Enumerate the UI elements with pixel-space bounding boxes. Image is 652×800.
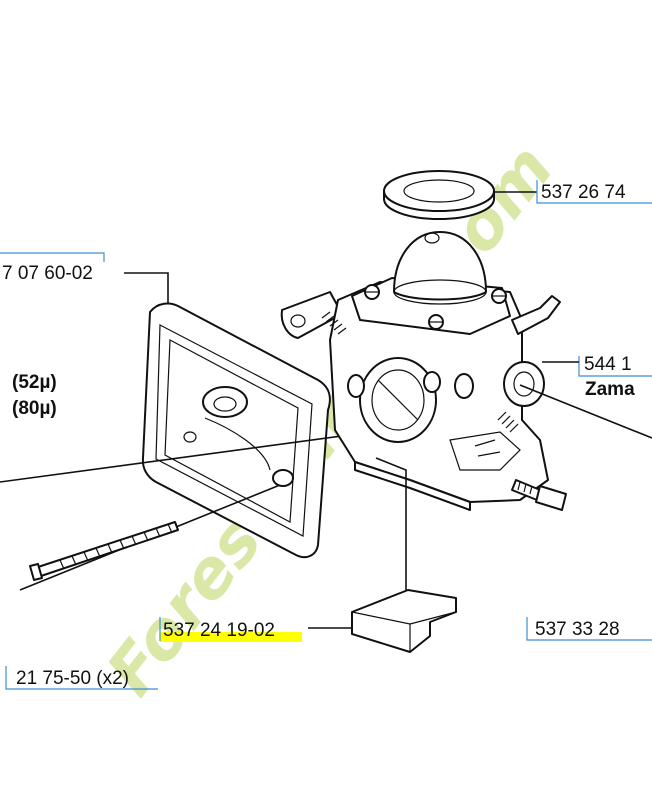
leader-line — [375, 457, 407, 592]
label-7-07-60-02: 7 07 60-02 — [2, 263, 93, 284]
leader-line — [124, 272, 169, 308]
label-box-bottom-left — [5, 666, 158, 690]
label-box-left-gasket — [0, 252, 105, 262]
guide-line — [519, 384, 652, 439]
label-highlight — [160, 632, 302, 642]
label-box-top-right — [536, 180, 652, 204]
label-544-1: 544 1 — [584, 354, 632, 375]
label-21-75-50: 21 75-50 (x2) — [16, 668, 129, 689]
part-ring — [383, 170, 495, 220]
part-carburetor — [280, 231, 567, 511]
label-52-micron: (52µ) — [12, 372, 57, 393]
label-80-micron: (80µ) — [12, 398, 57, 419]
part-long-screw — [29, 521, 179, 581]
label-537-24-19-02: 537 24 19-02 — [163, 620, 275, 641]
label-537-26-74: 537 26 74 — [541, 182, 626, 203]
label-537-33-28: 537 33 28 — [535, 619, 620, 640]
part-gasket-plate — [141, 302, 331, 559]
part-filter-block — [351, 589, 457, 653]
label-zama: Zama — [585, 379, 635, 400]
label-box-bottom-right — [526, 617, 652, 641]
